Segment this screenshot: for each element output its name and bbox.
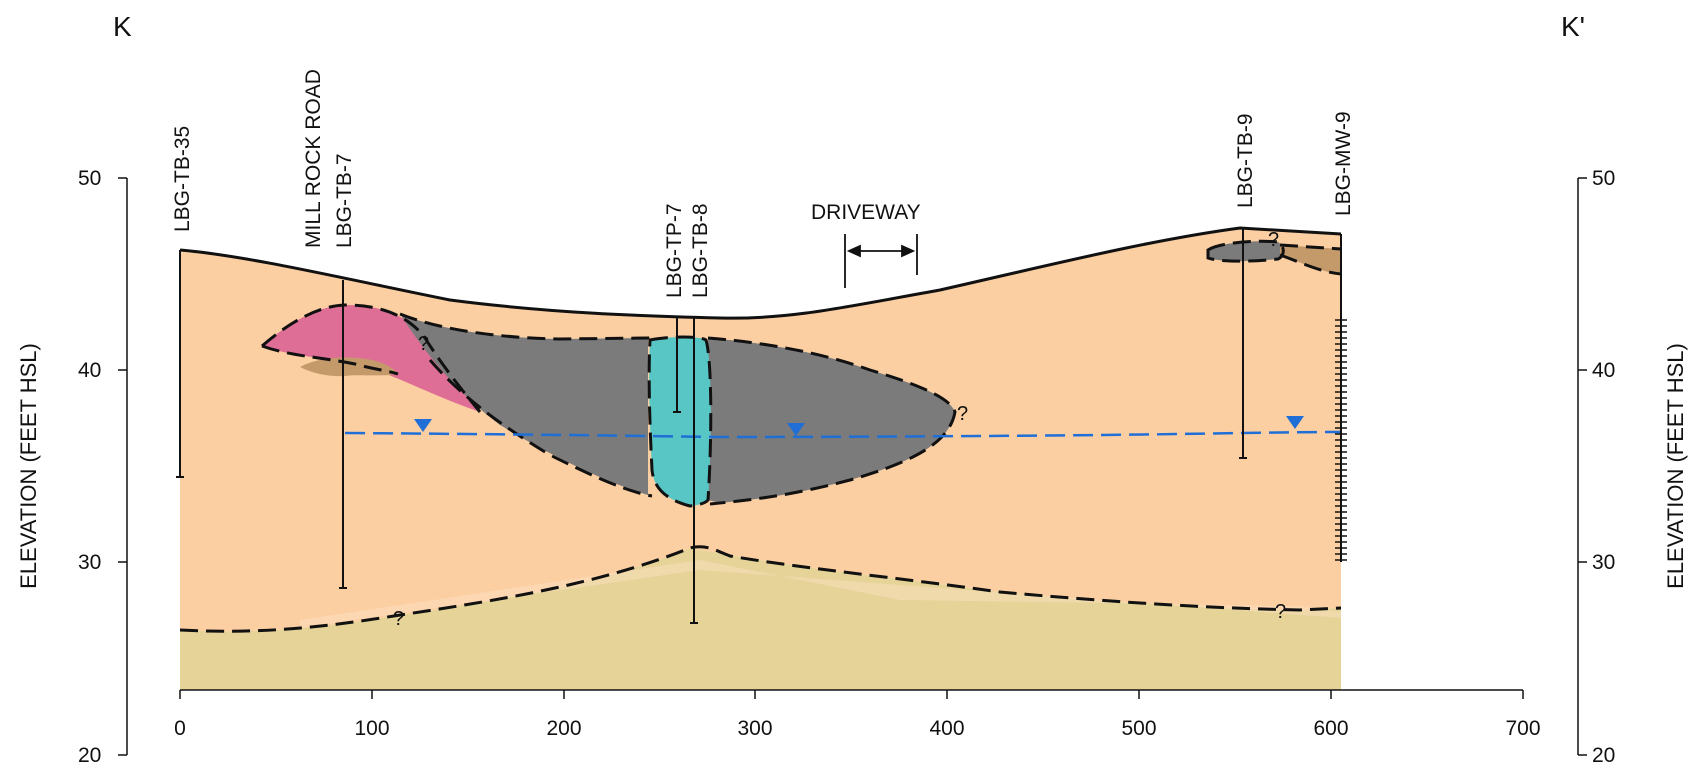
distance-tick-400: 400	[929, 717, 964, 740]
water-table-line	[344, 430, 1342, 439]
water-table-marker-icon	[1286, 416, 1304, 429]
boring-label-lbg-tb-9: LBG-TB-9	[1234, 113, 1257, 208]
borings	[176, 228, 1342, 624]
ground-surface-line	[179, 226, 1342, 320]
geologic-contacts	[179, 239, 1342, 633]
cyan-unit-fill	[649, 337, 711, 506]
right-elevation-axis	[1577, 177, 1587, 756]
left-tick-50: 50	[78, 167, 101, 190]
uncertain-marker: ?	[1275, 601, 1286, 623]
distance-tick-600: 600	[1313, 717, 1348, 740]
right-tick-50: 50	[1592, 167, 1615, 190]
boring-label-lbg-mw-9: LBG-MW-9	[1332, 111, 1355, 216]
right-tick-20: 20	[1592, 744, 1615, 767]
water-table-markers	[414, 416, 1304, 436]
uncertain-marker: ?	[957, 403, 968, 425]
driveway-label: DRIVEWAY	[811, 201, 921, 224]
distance-tick-700: 700	[1505, 717, 1540, 740]
distance-tick-0: 0	[174, 717, 186, 740]
gray-unit-base-contact	[428, 359, 653, 498]
right-axis-title: ELEVATION (FEET HSL)	[1663, 343, 1688, 589]
uncertain-marker: ?	[1268, 229, 1279, 251]
well-screen	[1335, 319, 1347, 561]
distance-tick-500: 500	[1121, 717, 1156, 740]
distance-tick-200: 200	[546, 717, 581, 740]
left-elevation-axis	[118, 177, 128, 756]
left-tick-30: 30	[78, 551, 101, 574]
gray-unit-east-contact	[707, 336, 957, 506]
gray-lens-east-fill	[1208, 241, 1284, 262]
distance-axis	[179, 689, 1524, 699]
left-tick-20: 20	[78, 744, 101, 767]
brown-lens-east-fill	[1280, 245, 1341, 274]
lower-contact-line	[179, 545, 1342, 633]
boring-label-lbg-tb-35: LBG-TB-35	[171, 126, 194, 232]
uncertain-marker: ?	[393, 608, 404, 630]
texture-streak	[300, 560, 1341, 628]
gray-unit-fill	[400, 314, 648, 495]
water-table-marker-icon	[787, 423, 805, 436]
lower-unit-fill	[180, 548, 1341, 690]
gray-lens-east-contact	[1206, 239, 1285, 263]
pink-unit-contact	[261, 303, 482, 413]
distance-tick-300: 300	[737, 717, 772, 740]
pink-unit-base-contact	[261, 344, 399, 376]
section-start-label: K	[113, 11, 132, 42]
road-label: MILL ROCK ROAD	[302, 69, 325, 248]
uncertain-marker: ?	[418, 333, 429, 355]
boring-label-lbg-tb-8: LBG-TB-8	[689, 203, 712, 298]
right-tick-40: 40	[1592, 359, 1615, 382]
right-tick-30: 30	[1592, 551, 1615, 574]
driveway-extent	[844, 234, 918, 288]
gray-unit-top-contact	[399, 312, 651, 341]
water-table-marker-icon	[414, 419, 432, 432]
left-tick-40: 40	[78, 359, 101, 382]
section-end-label: K'	[1561, 11, 1585, 42]
left-axis-title: ELEVATION (FEET HSL)	[16, 343, 41, 589]
boring-label-lbg-tb-7: LBG-TB-7	[333, 153, 356, 248]
boring-label-lbg-tp-7: LBG-TP-7	[663, 203, 686, 298]
pink-unit-fill	[262, 305, 480, 412]
distance-tick-100: 100	[354, 717, 389, 740]
gray-unit-east-fill	[708, 338, 955, 503]
brown-lens-fill	[300, 357, 398, 377]
brown-lens-east-contact	[1279, 243, 1342, 276]
geologic-units	[180, 228, 1341, 690]
cyan-unit-contact	[647, 335, 713, 508]
